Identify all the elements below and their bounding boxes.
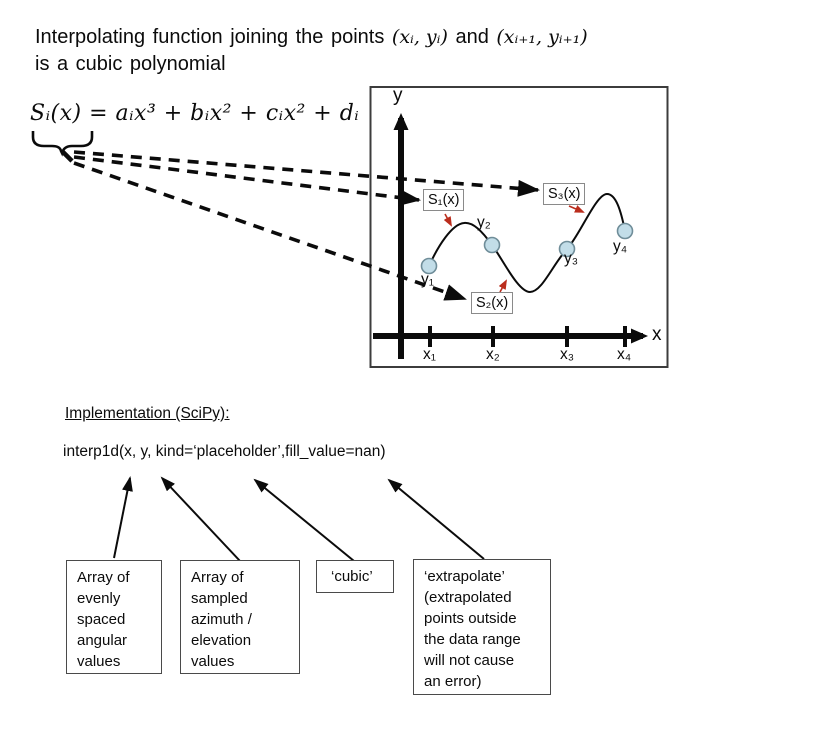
title-text-1: Interpolating function joining the point… [35,26,392,48]
s1-pointer [443,213,452,227]
arrow-to-s2 [73,161,467,301]
segment-label-s3: S₃(x) [543,183,586,205]
title-math-1: (xᵢ, yᵢ) [391,26,448,48]
graph-frame [369,86,669,368]
point-label-y4: y₄ [613,238,628,255]
s2-pointer [498,279,507,293]
point-y2 [483,236,501,254]
arrow-to-s1 [73,155,421,206]
point-label-y3: y₃ [564,250,579,267]
title-line1: Interpolating function joining the point… [35,24,588,51]
segment-label-s2: S₂(x) [471,292,514,314]
callout-y-array: Array of sampled azimuth / elevation val… [180,560,300,674]
arrow-fill-arg [387,478,485,560]
data-points [420,222,634,275]
title-text-2: and [447,26,497,48]
implementation-heading: Implementation (SciPy): [65,405,230,422]
callout-kind-cubic: ‘cubic’ [316,560,394,593]
arrow-x-arg [113,476,133,559]
callout-fill-extrapolate: ‘extrapolate’ (extrapolated points outsi… [413,559,551,695]
spline-formula: Sᵢ(x) = aᵢx³ + bᵢx² + cᵢx² + dᵢ [30,101,360,126]
arrow-kind-arg [253,478,355,562]
y-axis-label: y [393,85,403,106]
segment-label-s1: S₁(x) [423,189,465,211]
formula-to-segment-arrows [73,150,540,301]
callout-x-array: Array of evenly spaced angular values [66,560,162,674]
segment-pointer-arrows [443,205,585,293]
point-label-y1: y₁ [421,271,434,288]
x-tick-label-4: x₄ [617,346,632,363]
point-y4 [616,222,634,240]
x-axis-label: x [652,324,662,345]
arrow-to-s3 [73,150,540,197]
graph-axes [373,113,648,359]
x-tick-label-3: x₃ [560,346,575,363]
arrow-y-arg [160,476,241,562]
slide-title: Interpolating function joining the point… [35,24,588,78]
formula-underbrace [31,131,94,163]
callout-arrows [113,476,485,562]
point-label-y2: y₂ [477,214,491,231]
interp1d-code: interp1d(x, y, kind=‘placeholder’,fill_v… [63,443,386,460]
title-line2: is a cubic polynomial [35,53,226,75]
title-math-2: (xᵢ₊₁, yᵢ₊₁) [496,26,588,48]
x-tick-label-2: x₂ [486,346,500,363]
s3-pointer [568,205,585,213]
x-tick-label-1: x₁ [423,346,436,363]
